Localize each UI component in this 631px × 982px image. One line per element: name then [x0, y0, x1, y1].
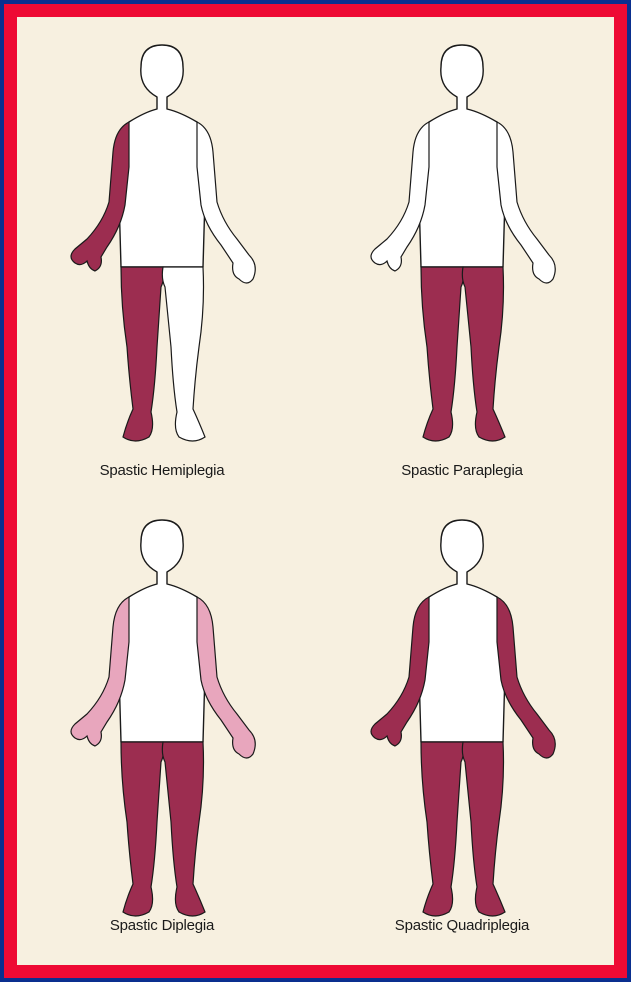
figure-spastic-quadriplegia: Spastic Quadriplegia — [317, 492, 607, 962]
figure-spastic-paraplegia: Spastic Paraplegia — [317, 17, 607, 487]
arm-right — [197, 122, 255, 283]
body-diagram-hemiplegia — [17, 17, 307, 457]
arm-right — [497, 122, 555, 283]
caption-hemiplegia: Spastic Hemiplegia — [17, 462, 307, 479]
diagram-frame: Spastic Hemiplegia Spastic Paraplegia — [4, 4, 627, 978]
figure-spastic-diplegia: Spastic Diplegia — [17, 492, 307, 962]
caption-paraplegia: Spastic Paraplegia — [317, 462, 607, 479]
leg-left — [421, 267, 464, 441]
caption-diplegia: Spastic Diplegia — [17, 917, 307, 934]
arm-right — [497, 597, 555, 758]
caption-quadriplegia: Spastic Quadriplegia — [317, 917, 607, 934]
leg-right — [462, 267, 505, 441]
leg-left — [421, 742, 464, 916]
leg-left — [121, 267, 164, 441]
leg-right — [162, 267, 205, 441]
arm-right — [197, 597, 255, 758]
torso — [117, 45, 208, 267]
body-diagram-diplegia — [17, 492, 307, 932]
leg-left — [121, 742, 164, 916]
torso — [417, 520, 508, 742]
leg-right — [162, 742, 205, 916]
leg-right — [462, 742, 505, 916]
body-diagram-paraplegia — [317, 17, 607, 457]
body-diagram-quadriplegia — [317, 492, 607, 932]
figure-spastic-hemiplegia: Spastic Hemiplegia — [17, 17, 307, 487]
torso — [417, 45, 508, 267]
torso — [117, 520, 208, 742]
